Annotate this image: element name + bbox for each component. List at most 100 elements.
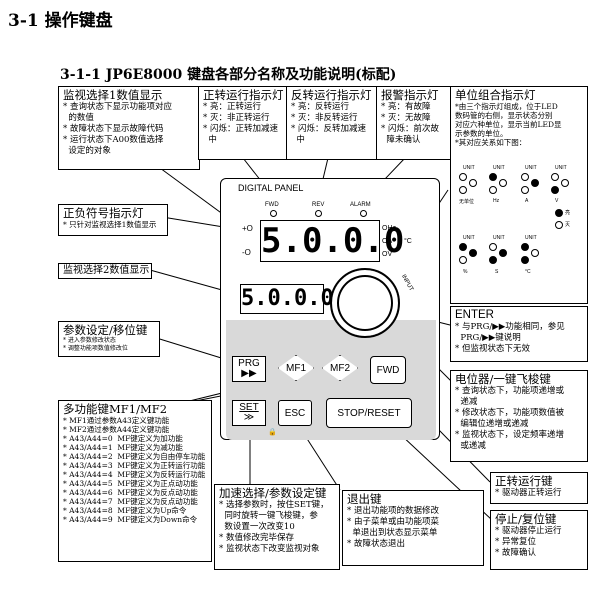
unit-table: UNIT UNIT UNIT UNIT 无单位 Hz A V 亮 灭 UNIT … [455, 165, 583, 299]
unit-cell [489, 173, 507, 195]
unit-header: UNIT [493, 165, 505, 171]
stop-line: * 故障确认 [495, 548, 536, 558]
unit-label: °C [525, 269, 531, 275]
set-key[interactable]: SET ≫ [232, 400, 266, 426]
monitor2-callout: 监视选择2数值显示 [58, 263, 152, 279]
double-arrow-icon: ≫ [243, 412, 255, 423]
rev-led-line: * 亮：反转运行 [291, 102, 349, 112]
alarm-led-callout: 报警指示灯 * 亮：有故障 * 灭：无故障 * 闪烁：前次故 障未确认 [376, 86, 452, 160]
fwdkey-title: 正转运行键 [495, 474, 553, 488]
rev-led-title: 反转运行指示灯 [291, 88, 372, 102]
unit-header: UNIT [525, 235, 537, 241]
stop-reset-key[interactable]: STOP/RESET [326, 398, 412, 428]
monitor1-callout: 监视选择1数值显示 * 查询状态下显示功能项对应 的数值 * 故障状态下显示故障… [58, 86, 200, 170]
esc-key-label: ESC [284, 407, 306, 419]
unit-label: 无单位 [459, 199, 475, 205]
legend-on-label: 亮 [565, 210, 571, 216]
fwdkey-line: * 驱动器正转运行 [495, 488, 562, 498]
potentiometer-dial[interactable] [330, 268, 400, 338]
unit-cell [459, 243, 477, 265]
mf2-key-label: MF2 [330, 362, 350, 374]
mf-line: * A43/A44=5 MF键定义为正点动功能 [63, 479, 198, 488]
fwd-key[interactable]: FWD [370, 356, 406, 384]
unit-cell [489, 243, 507, 265]
unit-label: V [555, 198, 559, 204]
mf-line: * A43/A44=2 MF键定义为自由停车功能 [63, 452, 206, 461]
stop-line: * 异常复位 [495, 537, 536, 547]
set-key-label: SET [239, 402, 259, 413]
alarm-led-label: ALARM [350, 202, 371, 208]
mf-line: * A43/A44=7 MF键定义为反点动功能 [63, 497, 198, 506]
stop-callout: 停止/复位键 * 驱动器停止运行 * 异常复位 * 故障确认 [490, 510, 588, 570]
rev-led-icon [315, 210, 322, 217]
unit-label: S [495, 269, 499, 275]
monitor1-line: * 查询状态下显示功能项对应 的数值 [63, 102, 172, 123]
mf-line: * A43/A44=3 MF键定义为正转运行功能 [63, 461, 206, 470]
double-arrow-icon: ▶▶ [241, 368, 257, 379]
stop-title: 停止/复位键 [495, 512, 557, 526]
sign-plus: +O [242, 224, 253, 233]
esc-callout: 退出键 * 退出功能项的数据修改 * 由子菜单或由功能项菜 单退出到状态显示菜单… [342, 490, 484, 566]
stop-line: * 驱动器停止运行 [495, 526, 562, 536]
enter-title: ENTER [455, 309, 494, 321]
esc-line: * 由子菜单或由功能项菜 单退出到状态显示菜单 [347, 517, 439, 538]
pot-line: * 监视状态下，设定频率递增 或递减 [455, 430, 564, 451]
set-line: * 数值修改完毕保存 [219, 533, 294, 543]
fwd-led-line: * 闪烁：正转加减速 中 [203, 124, 278, 145]
mf-line: * A43/A44=9 MF键定义为Down命令 [63, 515, 198, 524]
alarm-led-icon [360, 210, 367, 217]
alarm-led-line: * 亮：有故障 [381, 102, 431, 112]
unit-header: UNIT [493, 235, 505, 241]
fwdkey-callout: 正转运行键 * 驱动器正转运行 [490, 472, 588, 504]
sign-led-callout: 正负符号指示灯 * 只针对监视选择1数值显示 [58, 204, 168, 236]
fwd-led-label: FWD [265, 202, 279, 208]
unit-a-indicator: OA [382, 238, 393, 245]
unit-c-indicator: °C [404, 238, 412, 245]
prg-key[interactable]: PRG ▶▶ [232, 356, 266, 382]
esc-line: * 退出功能项的数据修改 [347, 506, 439, 516]
stop-reset-key-label: STOP/RESET [337, 407, 401, 419]
unit-cell [459, 173, 477, 195]
sign-led-line: * 只针对监视选择1数值显示 [63, 220, 157, 229]
unit-header: UNIT [463, 235, 475, 241]
prg-key-label: PRG [238, 358, 260, 369]
mf-line: * A43/A44=8 MF键定义为Up命令 [63, 506, 187, 515]
unit-hz-indicator: OHz [382, 225, 396, 232]
legend-off-icon [555, 221, 563, 229]
pot-line: * 查询状态下，功能项递增或 递减 [455, 386, 564, 407]
alarm-led-line: * 闪烁：前次故 障未确认 [381, 124, 439, 145]
fwd-led-callout: 正转运行指示灯 * 亮：正转运行 * 灭：非正转运行 * 闪烁：正转加减速 中 [198, 86, 288, 160]
esc-key[interactable]: ESC [278, 400, 312, 426]
param-key-callout: 参数设定/移位键 * 进入参数修改状态 * 调整功能项数值修改位 [58, 321, 160, 357]
alarm-led-title: 报警指示灯 [381, 88, 439, 102]
section-heading: 3-1 操作键盘 [8, 11, 113, 31]
param-key-line: * 调整功能项数值修改位 [63, 345, 128, 352]
pot-callout: 电位器/一键飞梭键 * 查询状态下，功能项递增或 递减 * 修改状态下，功能项数… [450, 370, 588, 462]
unit-label: Hz [493, 198, 500, 204]
rev-led-line: * 灭：非反转运行 [291, 113, 358, 123]
monitor2-title: 监视选择2数值显示 [63, 265, 150, 276]
display1: 5.0.0.0 [260, 220, 405, 262]
rev-led-label: REV [312, 202, 325, 208]
lock-icon: 🔒 [268, 428, 277, 436]
unit-led-callout: 单位组合指示灯 *由三个指示灯组成，位于LED 数码管的右侧，显示状态分别 对应… [450, 86, 588, 304]
mf-line: * A43/A44=1 MF键定义为减功能 [63, 443, 183, 452]
set-callout: 加速选择/参数设定键 * 选择参数时，按住SET键， 同时旋转一键飞梭键，参 数… [214, 484, 340, 570]
unit-header: UNIT [463, 165, 475, 171]
rev-led-line: * 闪烁：反转加减速 中 [291, 124, 366, 145]
pot-line: * 修改状态下，功能项数值被 编辑位递增或递减 [455, 408, 564, 429]
unit-label: % [463, 269, 468, 275]
set-line: * 选择参数时，按住SET键， 同时旋转一键飞梭键，参 数设置一次改变10 [219, 500, 329, 532]
subsection-heading: 3-1-1 JP6E8000 键盘各部分名称及功能说明(标配) [60, 67, 397, 83]
monitor1-line: * 故障状态下显示故障代码 [63, 124, 164, 134]
fwd-led-icon [270, 210, 277, 217]
enter-callout: ENTER * 与PRG/▶▶功能相同，参见 PRG/▶▶键说明 * 但监视状态… [450, 306, 588, 362]
param-key-line: * 进入参数修改状态 [63, 337, 116, 344]
fwd-led-line: * 亮：正转运行 [203, 102, 261, 112]
unit-cell [521, 173, 539, 195]
mf-line: * A43/A44=4 MF键定义为反转运行功能 [63, 470, 206, 479]
fwd-key-label: FWD [376, 364, 400, 376]
mf-line: * A43/A44=6 MF键定义为反点动功能 [63, 488, 198, 497]
param-key-title: 参数设定/移位键 [63, 323, 148, 337]
enter-line: * 但监视状态下无效 [455, 344, 530, 354]
